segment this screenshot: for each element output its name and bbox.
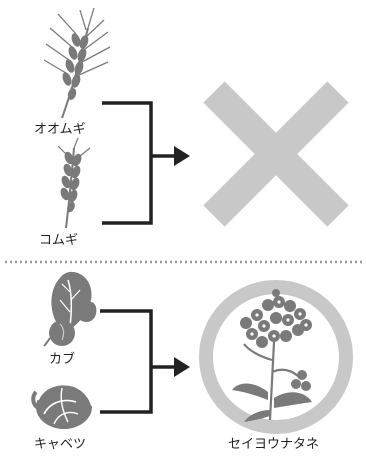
top-arrow-head [174, 146, 190, 166]
turnip-icon [44, 272, 96, 346]
wheat-label: コムギ [39, 234, 78, 247]
top-bracket [102, 103, 176, 223]
barley-label: オオムギ [34, 123, 86, 136]
wheat-icon [58, 138, 90, 228]
cabbage-label: キャベツ [34, 438, 86, 451]
cabbage-icon [33, 385, 92, 429]
rapeseed-label: セイヨウナタネ [228, 438, 319, 451]
barley-icon [44, 8, 110, 118]
turnip-label: カブ [49, 353, 75, 366]
bottom-bracket [100, 311, 176, 412]
bottom-arrow-head [174, 357, 190, 377]
cross-mark [214, 92, 338, 216]
rapeseed-icon [232, 289, 312, 422]
